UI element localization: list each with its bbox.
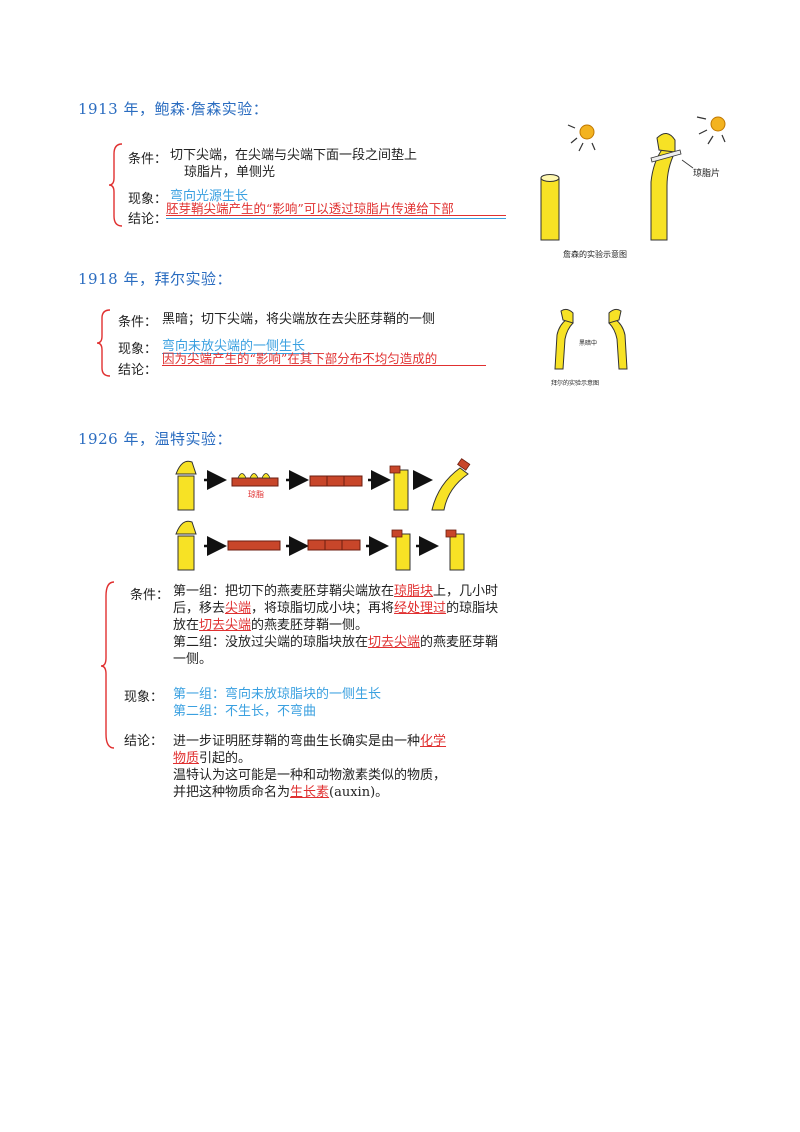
s1-conclusion-underline-blue	[166, 218, 506, 219]
s3-underline-treated: 经处理过	[394, 601, 447, 616]
s1-phenomenon-text: 弯向光源生长	[170, 189, 249, 204]
sun-icon	[696, 116, 726, 145]
s2-condition-label: 条件：	[118, 315, 158, 330]
s3-condition-group2: 第二组：没放过尖端的琼脂块放在切去尖端的燕麦胚芽鞘一侧。	[173, 635, 499, 667]
s3-phenomenon-group2: 第二组：不生长，不弯曲	[173, 704, 317, 719]
coleoptile-bent-icon	[650, 133, 694, 241]
s3-condition-text: 第一组：把切下的燕麦胚芽鞘尖端放在琼脂块上，几小时后，移去尖端，将琼脂切成小块；…	[173, 583, 503, 668]
agar-blocks-icon	[307, 539, 361, 551]
s1-condition-text: 切下尖端，在尖端与尖端下面一段之间垫上 琼脂片，单侧光	[170, 147, 490, 181]
agar-blocks-icon	[309, 475, 363, 487]
s1-conclusion-underline-red	[166, 215, 506, 216]
coleoptile-right-bend-icon	[608, 308, 628, 370]
coleoptile-cut-icon	[540, 174, 560, 241]
s1-condition-label: 条件：	[128, 152, 168, 167]
s3-underline-tip: 尖端	[225, 601, 252, 616]
agar-with-tips-icon: 琼脂	[231, 473, 279, 499]
went-agar-label: 琼脂	[248, 489, 264, 499]
jensen-figure: 琼脂片 詹森的实验示意图	[540, 116, 726, 259]
went-figure: 琼脂	[175, 458, 471, 571]
agar-plain-icon	[227, 540, 281, 551]
s3-conclusion-para1: 进一步证明胚芽鞘的弯曲生长确实是由一种化学物质引起的。	[173, 734, 447, 766]
s1-condition-line2: 琼脂片，单侧光	[184, 165, 276, 180]
went-row1: 琼脂	[175, 458, 471, 511]
s3-condition-group1: 第一组：把切下的燕麦胚芽鞘尖端放在琼脂块上，几小时后，移去尖端，将琼脂切成小块；…	[173, 584, 499, 633]
s2-phenomenon-text: 弯向未放尖端的一侧生长	[162, 339, 306, 354]
s3-underline-agar-block: 琼脂块	[394, 584, 434, 599]
s3-underline-auxin: 生长素	[290, 785, 330, 800]
s3-condition-label: 条件：	[130, 588, 170, 603]
s2-phenomenon-underline	[162, 353, 320, 354]
s3-conclusion-para2: 温特认为这可能是一种和动物激素类似的物质，并把这种物质命名为生长素(auxin)…	[173, 768, 447, 800]
paal-figure: 黑暗中 拜尔的实验示意图	[551, 308, 628, 387]
s2-conclusion-text: 因为尖端产生的“影响”在其下部分布不均匀造成的	[162, 351, 438, 366]
s3-phenomenon-label: 现象：	[124, 690, 164, 705]
coleoptile-left-bend-icon	[554, 308, 574, 370]
s3-underline-decapitated-2: 切去尖端	[368, 635, 421, 650]
section2-brace	[96, 309, 111, 377]
s3-phenomenon-group1: 第一组：弯向未放琼脂块的一侧生长	[173, 687, 382, 702]
section3-brace	[100, 581, 115, 749]
s3-underline-decapitated: 切去尖端	[199, 618, 252, 633]
s1-phenomenon-label: 现象：	[128, 192, 168, 207]
section1-brace	[108, 143, 123, 227]
s2-phenomenon-label: 现象：	[118, 342, 158, 357]
coleoptile-tip-icon	[175, 460, 197, 511]
section2-heading: 1918 年，拜尔实验：	[78, 270, 232, 288]
coleoptile-with-block-icon	[391, 529, 411, 571]
s3-underline-chemical: 化学物质	[173, 734, 447, 766]
coleoptile-tip-icon	[175, 520, 197, 571]
s2-condition-text: 黑暗；切下尖端，将尖端放在去尖胚芽鞘的一侧	[162, 312, 436, 327]
jensen-figure-caption: 詹森的实验示意图	[563, 249, 627, 259]
s1-conclusion-label: 结论：	[128, 212, 168, 227]
s3-conclusion-text: 进一步证明胚芽鞘的弯曲生长确实是由一种化学物质引起的。 温特认为这可能是一种和动…	[173, 733, 455, 801]
paal-dark-label: 黑暗中	[579, 339, 597, 347]
s2-conclusion-label: 结论：	[118, 363, 158, 378]
section3-heading: 1926 年，温特实验：	[78, 430, 232, 448]
paal-figure-caption: 拜尔的实验示意图	[551, 379, 599, 387]
s1-conclusion-text: 胚芽鞘尖端产生的“影响”可以透过琼脂片传递给下部	[166, 201, 454, 216]
s2-conclusion-underline	[162, 365, 486, 366]
coleoptile-straight-icon	[445, 529, 465, 571]
coleoptile-with-block-icon	[389, 465, 409, 511]
went-row2	[175, 520, 465, 571]
s1-condition-line1: 切下尖端，在尖端与尖端下面一段之间垫上	[170, 148, 418, 163]
coleoptile-bent-icon	[431, 458, 471, 511]
sun-icon	[567, 124, 596, 152]
s3-conclusion-label: 结论：	[124, 734, 164, 749]
section1-heading: 1913 年，鲍森·詹森实验：	[78, 100, 269, 118]
jensen-agar-label: 琼脂片	[693, 167, 720, 178]
